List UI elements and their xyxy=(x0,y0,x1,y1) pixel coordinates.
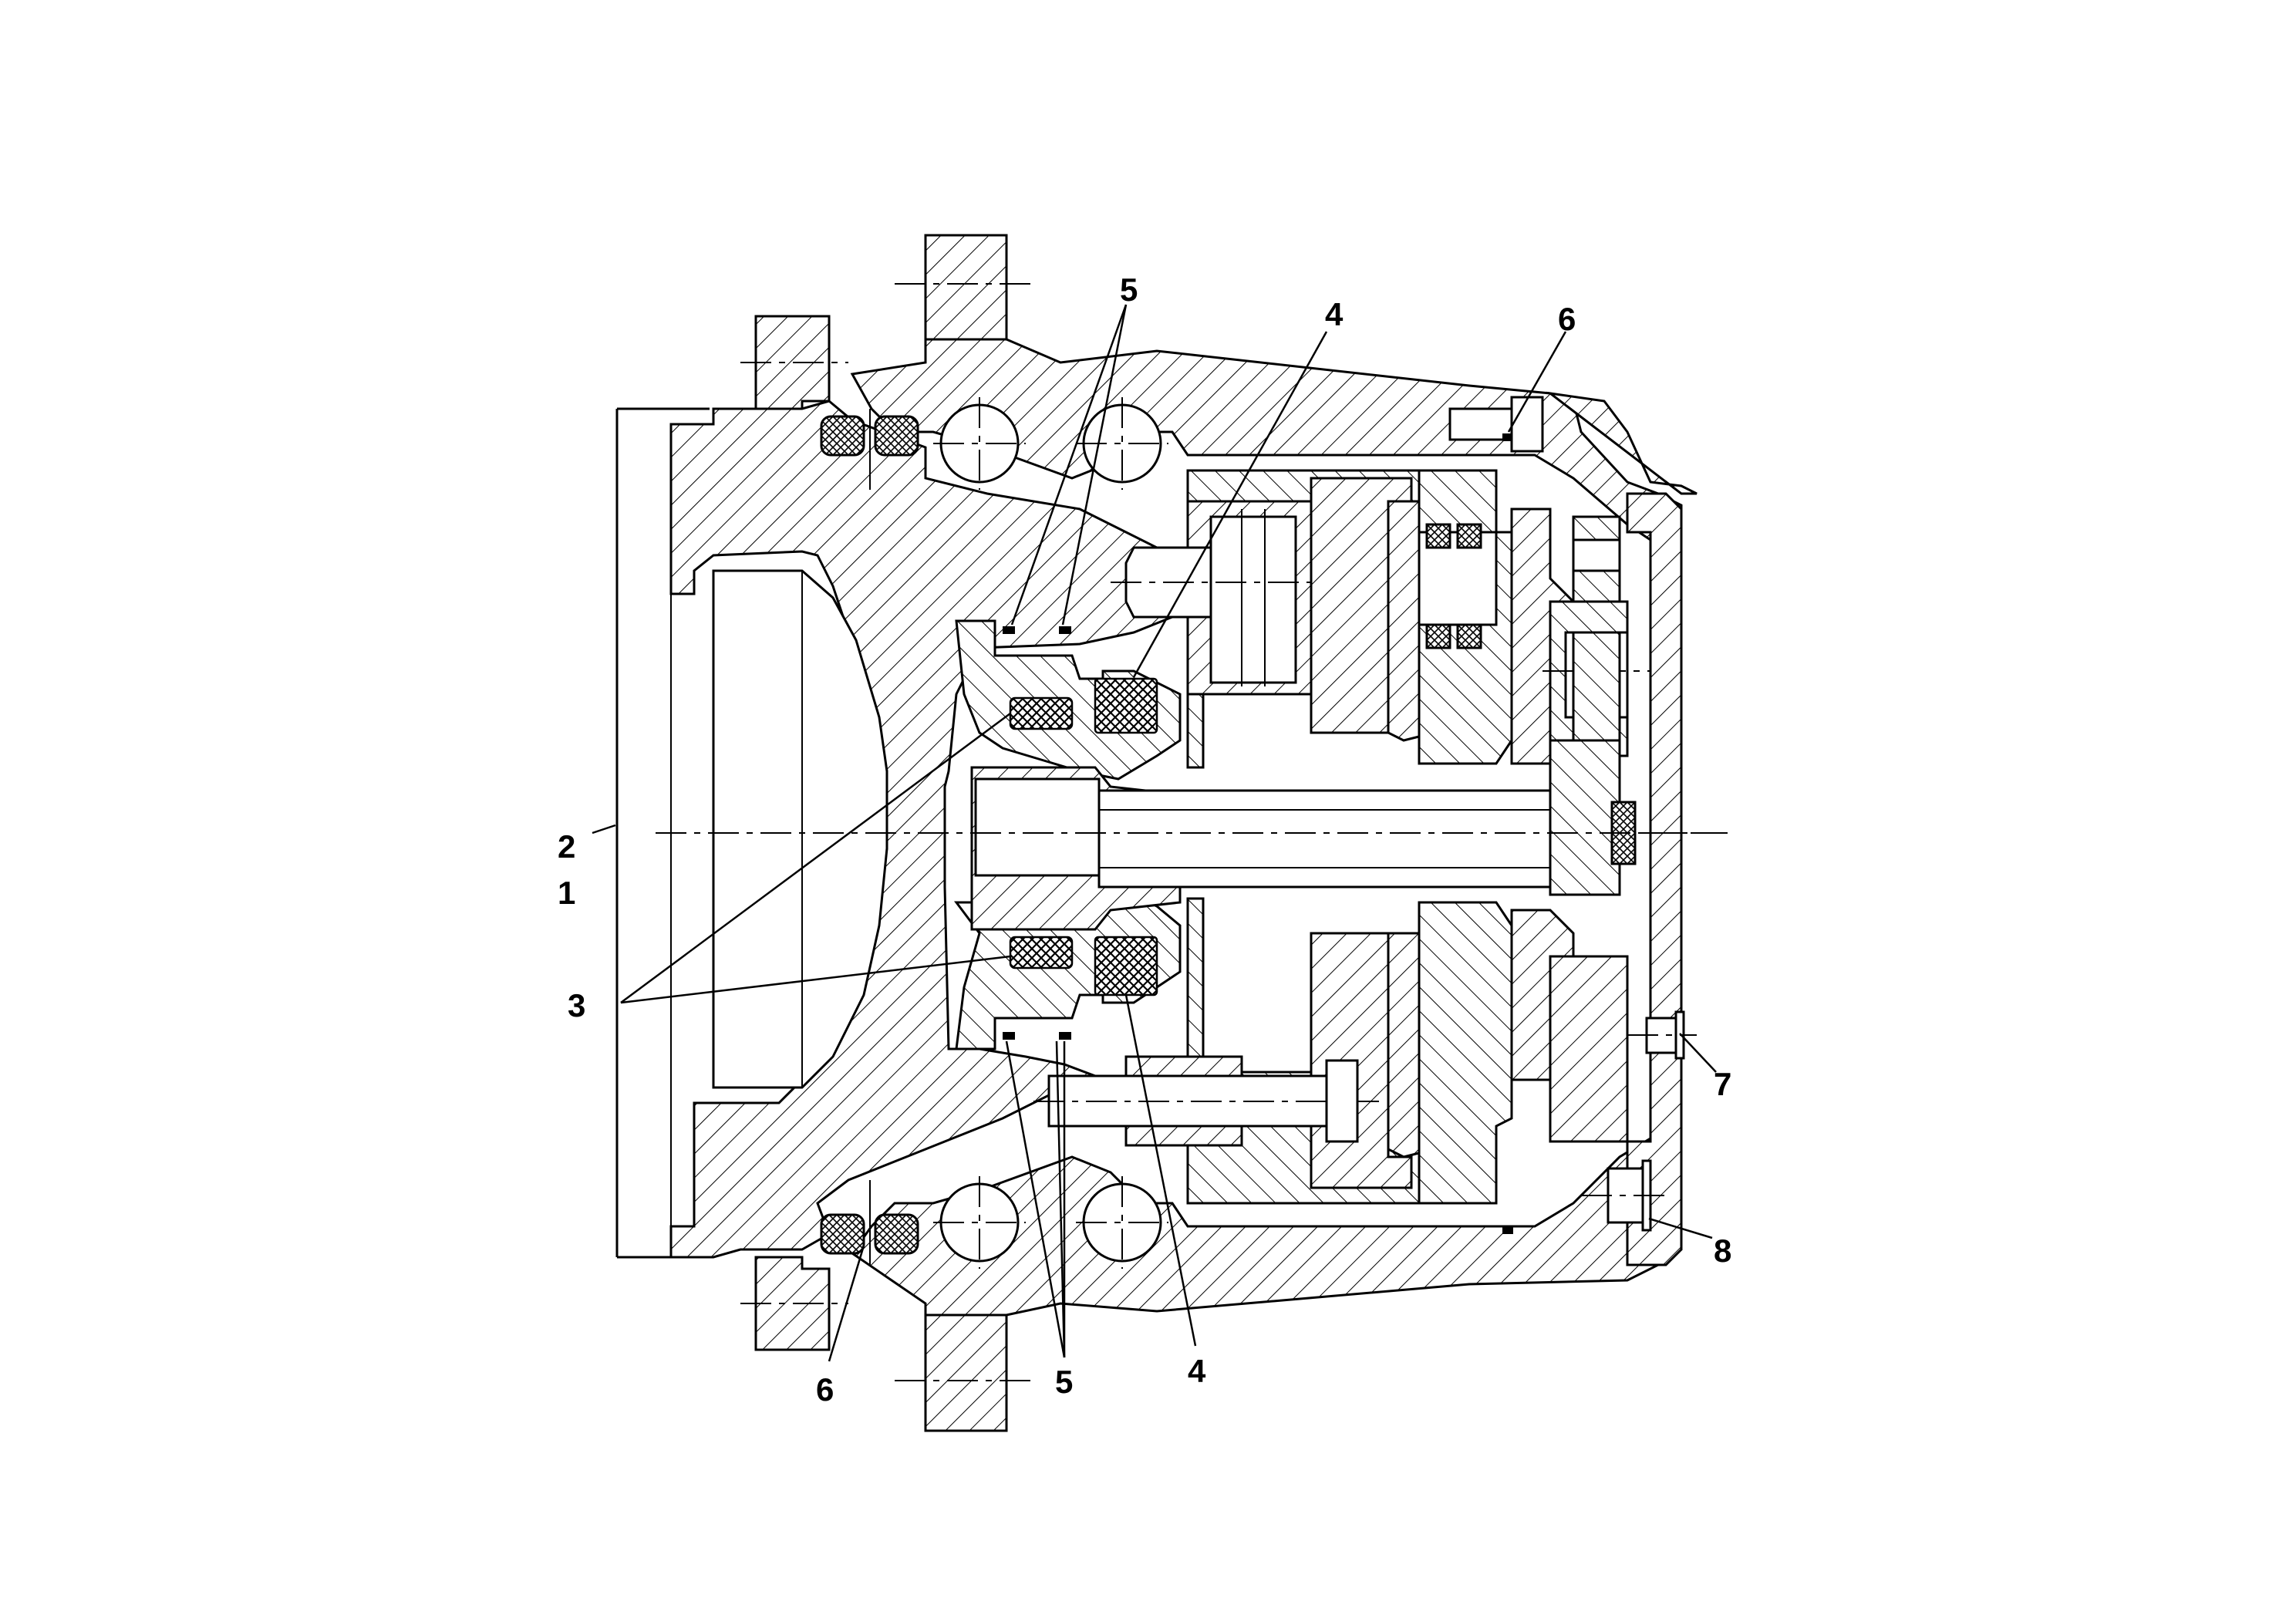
callout-4-top: 4 xyxy=(1325,296,1344,332)
o-ring-5 xyxy=(1003,626,1071,1040)
ball-bearing-bottom-right xyxy=(1076,1176,1168,1269)
callout-5-bottom: 5 xyxy=(1055,1364,1073,1400)
callout-2: 2 xyxy=(558,828,575,865)
leader-lines xyxy=(620,304,1717,1362)
seal-bottom xyxy=(820,1180,919,1265)
spring-3-bottom xyxy=(1009,936,1074,969)
callout-1: 1 xyxy=(558,875,575,911)
end-cover xyxy=(1549,492,1720,1266)
ball-bearing-bottom-left xyxy=(933,1176,1026,1269)
ball-bearing-top-left xyxy=(933,397,1026,490)
callout-4-bottom: 4 xyxy=(1188,1353,1206,1389)
hub xyxy=(669,400,1174,1259)
screw-top-right xyxy=(1448,396,1544,453)
callout-3: 3 xyxy=(568,987,585,1023)
oring-bottom-right xyxy=(1502,1226,1513,1234)
disc-pack-4-bottom xyxy=(1094,936,1158,996)
callout-6-bottom: 6 xyxy=(816,1371,834,1408)
spring-3-top xyxy=(1009,696,1074,730)
sun-gear-second-stage xyxy=(1418,469,1513,1205)
callout-5-top: 5 xyxy=(1120,271,1138,308)
callout-6-top: 6 xyxy=(1558,301,1576,337)
callout-8: 8 xyxy=(1714,1233,1731,1269)
bolt xyxy=(1033,1055,1381,1147)
dimension-bracket xyxy=(592,407,710,1259)
drive-shaft xyxy=(970,766,1579,931)
disc-pack-4-top xyxy=(1094,677,1158,734)
plug-7 xyxy=(1627,1010,1697,1060)
seal-top xyxy=(820,409,919,490)
plug-8 xyxy=(1581,1159,1666,1232)
callout-7: 7 xyxy=(1714,1066,1731,1102)
